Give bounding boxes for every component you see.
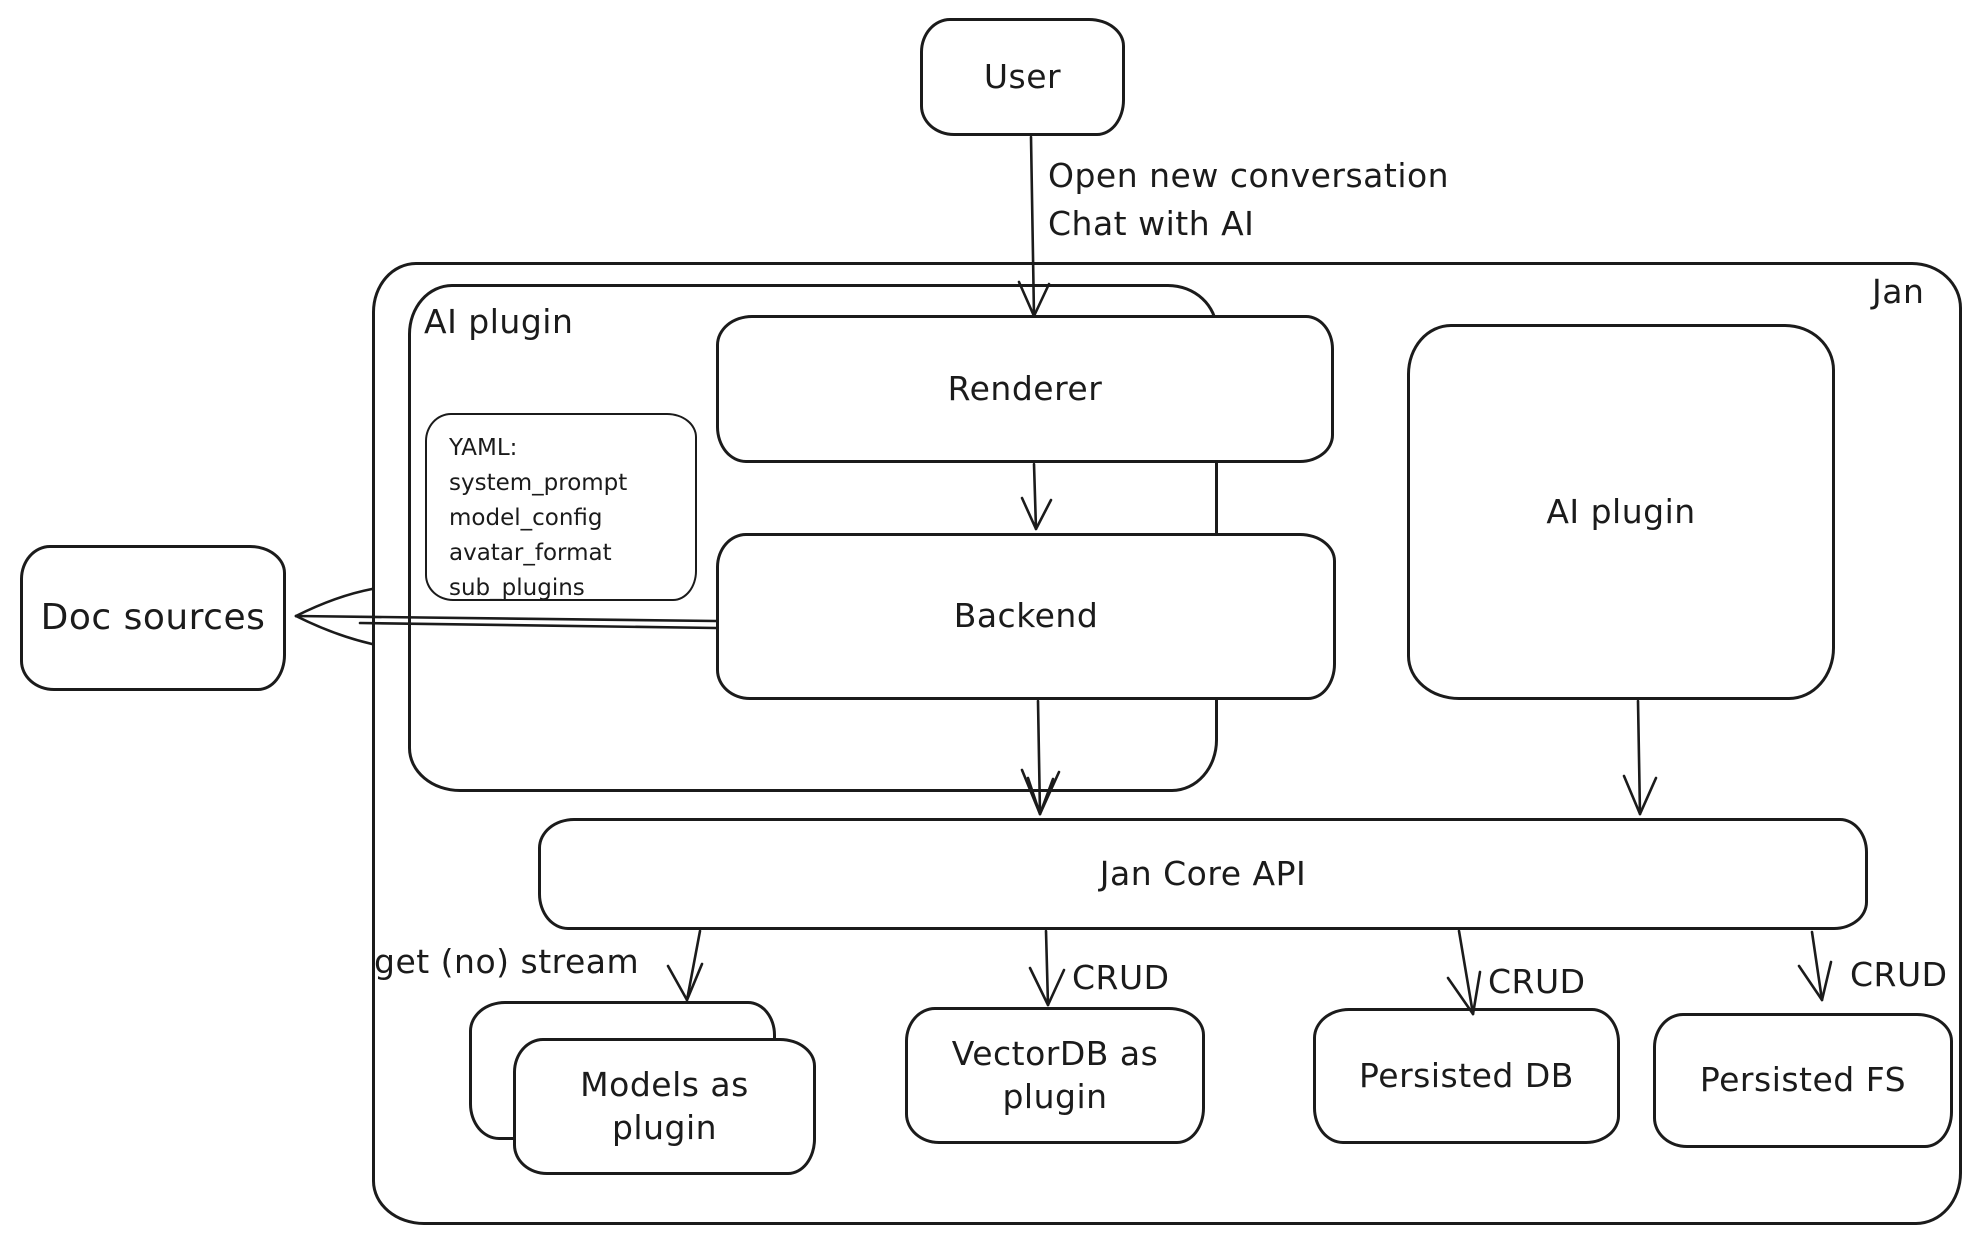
yaml-note-line: model_config [449,505,603,531]
edge-label-crud-db: CRUD [1488,962,1586,1001]
node-ai-plugin: AI plugin [1407,324,1835,700]
node-user: User [920,18,1125,136]
user-edge-label-line2: Chat with AI [1048,204,1255,243]
jan-container-label: Jan [1872,272,1925,311]
ai-plugin-container-label: AI plugin [424,302,574,341]
yaml-note-line: system_prompt [449,470,628,496]
node-backend: Backend [716,533,1336,700]
node-jan-core-api: Jan Core API [538,818,1868,930]
node-doc-sources-label: Doc sources [40,596,266,638]
node-persisted-db: Persisted DB [1313,1008,1620,1144]
yaml-note-line: sub_plugins [449,575,585,601]
edge-label-crud-fs: CRUD [1850,955,1948,994]
node-renderer: Renderer [716,315,1334,463]
node-vectordb-plugin-label: VectorDB as plugin [951,1034,1159,1116]
node-models-plugin-label: Models as plugin [580,1065,749,1147]
node-doc-sources: Doc sources [20,545,286,691]
node-ai-plugin-label: AI plugin [1546,491,1696,531]
yaml-note-box: YAML: system_prompt model_config avatar_… [425,413,697,601]
node-renderer-label: Renderer [947,368,1103,408]
edge-label-crud-vectordb: CRUD [1072,958,1170,997]
node-models-plugin: Models as plugin [513,1038,816,1175]
yaml-note-line: avatar_format [449,540,612,566]
yaml-note-line: YAML: [449,435,518,461]
user-edge-label-line1: Open new conversation [1048,156,1450,195]
node-user-label: User [983,56,1062,96]
node-persisted-fs-label: Persisted FS [1699,1060,1907,1100]
node-jan-core-api-label: Jan Core API [1099,853,1307,893]
edge-label-get-stream: get (no) stream [374,942,640,981]
node-persisted-fs: Persisted FS [1653,1013,1953,1148]
node-persisted-db-label: Persisted DB [1359,1055,1574,1095]
node-backend-label: Backend [953,596,1099,636]
node-vectordb-plugin: VectorDB as plugin [905,1007,1205,1144]
